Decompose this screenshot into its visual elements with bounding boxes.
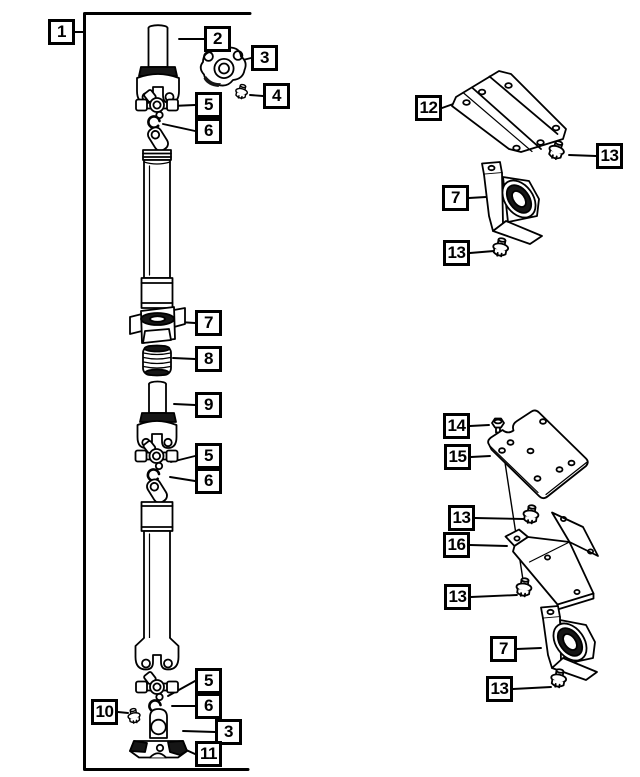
callout-16-bracket-rear[interactable]: 16 — [443, 532, 470, 558]
shaft-rear-section — [134, 476, 180, 671]
mount-plate — [487, 409, 589, 500]
snap-ring-front — [147, 115, 161, 129]
callout-3-flange-rear[interactable]: 3 — [215, 719, 242, 745]
callout-1-driveshaft-assembly[interactable]: 1 — [48, 19, 75, 45]
center-bearing-bracket-a — [481, 161, 543, 245]
callout-13-bolt-b[interactable]: 13 — [443, 240, 470, 266]
callout-5-ujoint-rear[interactable]: 5 — [195, 668, 222, 694]
callout-5-ujoint-front[interactable]: 5 — [195, 92, 222, 118]
callout-6-snapring-rear[interactable]: 6 — [195, 693, 222, 719]
bolt-rear-flange — [126, 706, 142, 725]
callout-12-crossmember[interactable]: 12 — [415, 95, 442, 121]
center-bearing-bracket-b — [540, 605, 598, 681]
center-bearing-on-shaft — [129, 306, 186, 344]
bolt-bearing-a — [490, 236, 511, 259]
bolt-plate — [521, 503, 541, 526]
callout-13-bolt-d[interactable]: 13 — [444, 584, 471, 610]
callout-13-bolt-c[interactable]: 13 — [448, 505, 475, 531]
callout-2-front-yoke[interactable]: 2 — [204, 26, 231, 52]
assembly-group-bracket — [83, 12, 252, 771]
mid-stub-yoke — [136, 380, 178, 449]
u-joint-cross-rear — [135, 670, 179, 702]
callout-7-bearing-b[interactable]: 7 — [490, 636, 517, 662]
slip-spline-boot — [142, 344, 172, 377]
callout-3-flange-front[interactable]: 3 — [251, 45, 278, 71]
front-slip-yoke — [136, 24, 180, 104]
flange-yoke-front — [199, 45, 247, 87]
callout-6-snapring-front[interactable]: 6 — [195, 118, 222, 144]
callout-13-bolt-a[interactable]: 13 — [596, 143, 623, 169]
callout-7-center-bearing-shaft[interactable]: 7 — [195, 310, 222, 336]
callout-9-mid-yoke[interactable]: 9 — [195, 392, 222, 418]
shaft-front-section — [140, 124, 174, 309]
callout-11-pinion-flange[interactable]: 11 — [195, 741, 222, 767]
callout-14-nut[interactable]: 14 — [443, 413, 470, 439]
callout-8-boot[interactable]: 8 — [195, 346, 222, 372]
callout-6-snapring-mid[interactable]: 6 — [195, 468, 222, 494]
callout-7-bearing-a[interactable]: 7 — [442, 185, 469, 211]
callout-15-plate[interactable]: 15 — [444, 444, 471, 470]
callout-10-bolt-rear[interactable]: 10 — [91, 699, 118, 725]
pinion-flange — [129, 708, 188, 759]
callout-4-bolt-front[interactable]: 4 — [263, 83, 290, 109]
bolt-bracket-rear — [514, 576, 534, 599]
callout-13-bolt-e[interactable]: 13 — [486, 676, 513, 702]
crossmember-bracket — [451, 70, 567, 153]
callout-5-ujoint-mid[interactable]: 5 — [195, 443, 222, 469]
bolt-front-flange — [233, 82, 250, 101]
